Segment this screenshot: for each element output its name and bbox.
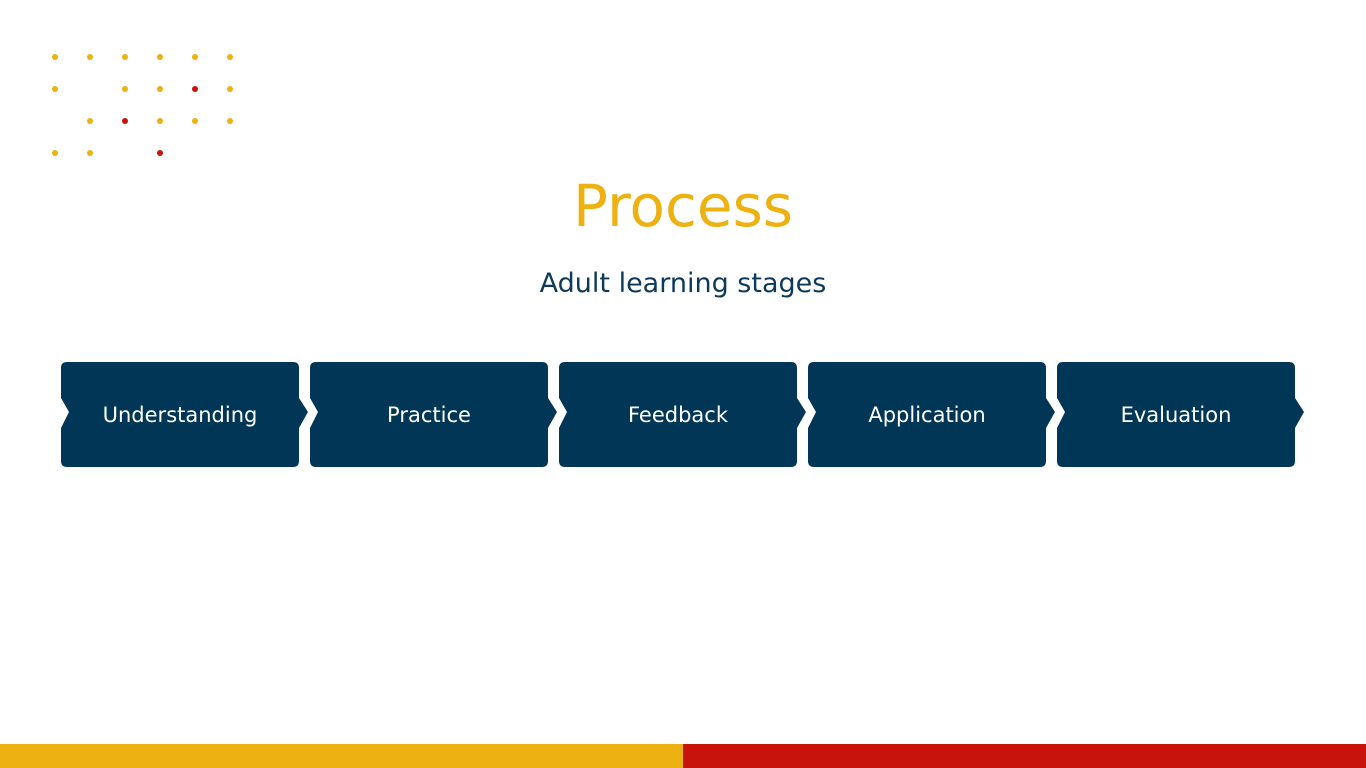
chevron-shape [1057, 362, 1304, 467]
step-label: Practice [387, 402, 471, 427]
step-label: Feedback [627, 402, 728, 427]
footer-bar-red [683, 744, 1366, 768]
decorative-dot [122, 86, 128, 92]
decorative-dot [122, 54, 128, 60]
chevron-shape [559, 362, 806, 467]
chevron-shape [808, 362, 1055, 467]
decorative-dot [157, 118, 163, 124]
step-label: Application [868, 402, 986, 427]
process-step-application: Application [808, 362, 1056, 467]
footer-bar-yellow [0, 744, 683, 768]
decorative-dot [227, 86, 233, 92]
decorative-dot [52, 86, 58, 92]
decorative-dot [192, 54, 198, 60]
decorative-dot [122, 118, 128, 124]
decorative-dot [87, 54, 93, 60]
decorative-dot [52, 150, 58, 156]
chevron-shape [61, 362, 308, 467]
page-title: Process [572, 172, 794, 240]
decorative-dot [87, 150, 93, 156]
step-label: Evaluation [1120, 402, 1232, 427]
decorative-dot [52, 54, 58, 60]
decorative-dot [87, 118, 93, 124]
page-subtitle: Adult learning stages [539, 268, 827, 299]
chevron-shape [310, 362, 557, 467]
decorative-dot [157, 54, 163, 60]
decorative-dot [157, 86, 163, 92]
process-step-practice: Practice [310, 362, 558, 467]
decorative-dot [157, 150, 163, 156]
process-step-feedback: Feedback [559, 362, 807, 467]
decorative-dot [192, 118, 198, 124]
process-step-evaluation: Evaluation [1057, 362, 1305, 467]
decorative-dot [227, 118, 233, 124]
decorative-dot [227, 54, 233, 60]
decorative-dot [192, 86, 198, 92]
process-step-understanding: Understanding [61, 362, 309, 467]
step-label: Understanding [102, 402, 258, 427]
